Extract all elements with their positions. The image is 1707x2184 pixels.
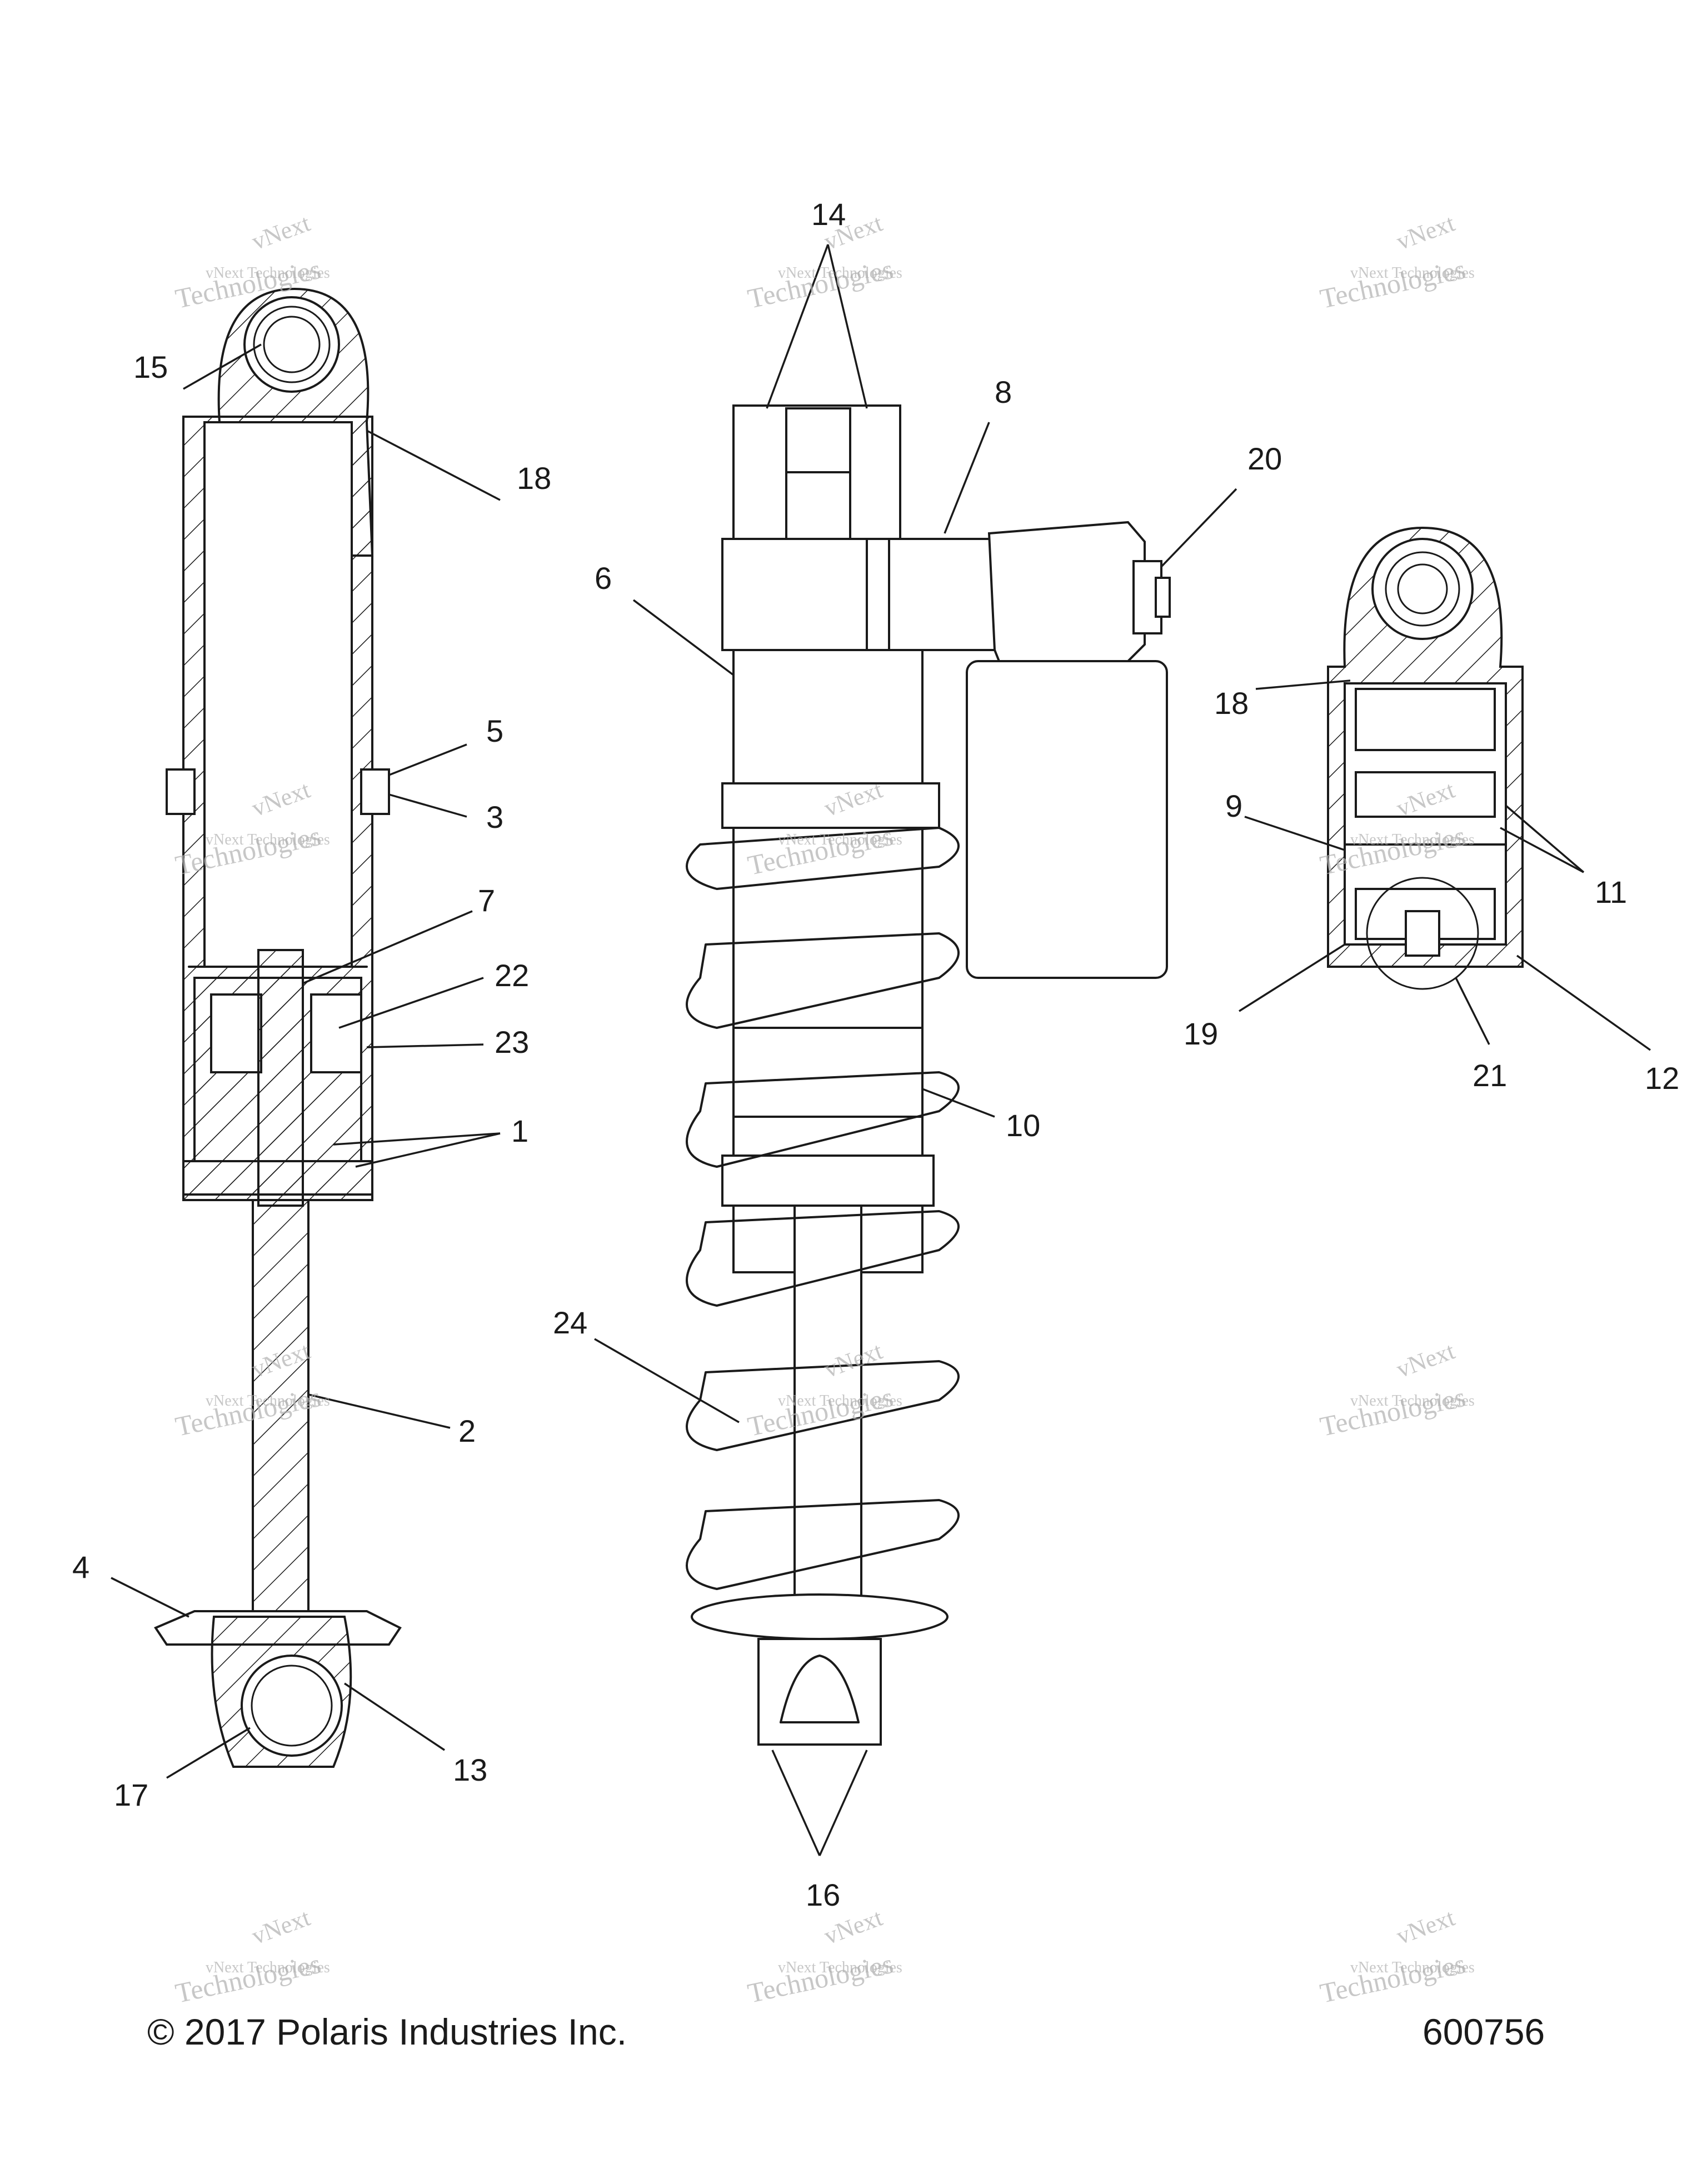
svg-text:vNext Technologies: vNext Technologies: [1350, 1959, 1475, 1976]
svg-text:Technologies: Technologies: [1317, 1381, 1469, 1442]
callout-19: 19: [1184, 1016, 1218, 1051]
callout-24: 24: [553, 1305, 587, 1340]
callout-17: 17: [114, 1777, 148, 1812]
coil-spring: [686, 827, 960, 1590]
callout-18-right: 18: [1214, 686, 1249, 721]
callout-23: 23: [495, 1024, 529, 1059]
svg-text:vNext: vNext: [248, 209, 314, 256]
callout-5: 5: [486, 713, 503, 748]
callout-13: 13: [453, 1752, 487, 1787]
callout-14: 14: [811, 197, 846, 232]
svg-text:vNext: vNext: [1393, 209, 1459, 256]
copyright-text: © 2017 Polaris Industries Inc.: [147, 2011, 627, 2052]
callout-22: 22: [495, 958, 529, 993]
callout-10: 10: [1006, 1108, 1040, 1143]
svg-text:vNext Technologies: vNext Technologies: [1350, 831, 1475, 848]
left-section-view: [154, 287, 402, 1768]
svg-text:vNext Technologies: vNext Technologies: [778, 264, 902, 282]
svg-text:vNext Technologies: vNext Technologies: [206, 1392, 330, 1410]
svg-text:vNext Technologies: vNext Technologies: [206, 264, 330, 282]
callout-21: 21: [1473, 1058, 1507, 1093]
svg-text:Technologies: Technologies: [1317, 253, 1469, 314]
callout-16: 16: [806, 1877, 840, 1912]
svg-text:vNext Technologies: vNext Technologies: [206, 831, 330, 848]
svg-text:vNext Technologies: vNext Technologies: [778, 1959, 902, 1976]
callout-8: 8: [995, 374, 1012, 409]
callout-6: 6: [595, 561, 612, 596]
svg-text:vNext Technologies: vNext Technologies: [1350, 264, 1475, 282]
center-exterior-view: [686, 404, 1171, 1746]
svg-text:vNext Technologies: vNext Technologies: [206, 1959, 330, 1976]
callout-4: 4: [72, 1550, 89, 1585]
callout-18: 18: [517, 461, 551, 496]
svg-text:vNext Technologies: vNext Technologies: [778, 1392, 902, 1410]
callout-labels: 14 8 20 15 18 6 5 3 7 22 23 1 2 4 13 17 …: [72, 197, 1679, 1912]
right-reservoir-section: [1327, 526, 1524, 990]
leader-lines: [111, 244, 1651, 1856]
svg-text:vNext Technologies: vNext Technologies: [1350, 1392, 1475, 1410]
callout-15: 15: [133, 349, 168, 384]
callout-3: 3: [486, 799, 503, 834]
svg-text:vNext: vNext: [1393, 1337, 1459, 1383]
svg-text:Technologies: Technologies: [173, 1948, 324, 2009]
svg-text:Technologies: Technologies: [745, 1948, 896, 2009]
figure-number: 600756: [1422, 2011, 1545, 2052]
callout-2: 2: [458, 1413, 476, 1448]
callout-11: 11: [1595, 874, 1627, 909]
svg-text:vNext: vNext: [1393, 1904, 1459, 1950]
callout-1: 1: [511, 1113, 528, 1148]
callout-20: 20: [1247, 441, 1282, 476]
callout-12: 12: [1645, 1061, 1679, 1096]
svg-text:vNext Technologies: vNext Technologies: [778, 831, 902, 848]
callout-9: 9: [1225, 788, 1242, 823]
callout-7: 7: [478, 883, 495, 918]
svg-text:vNext: vNext: [248, 1904, 314, 1950]
svg-text:Technologies: Technologies: [1317, 1948, 1469, 2009]
